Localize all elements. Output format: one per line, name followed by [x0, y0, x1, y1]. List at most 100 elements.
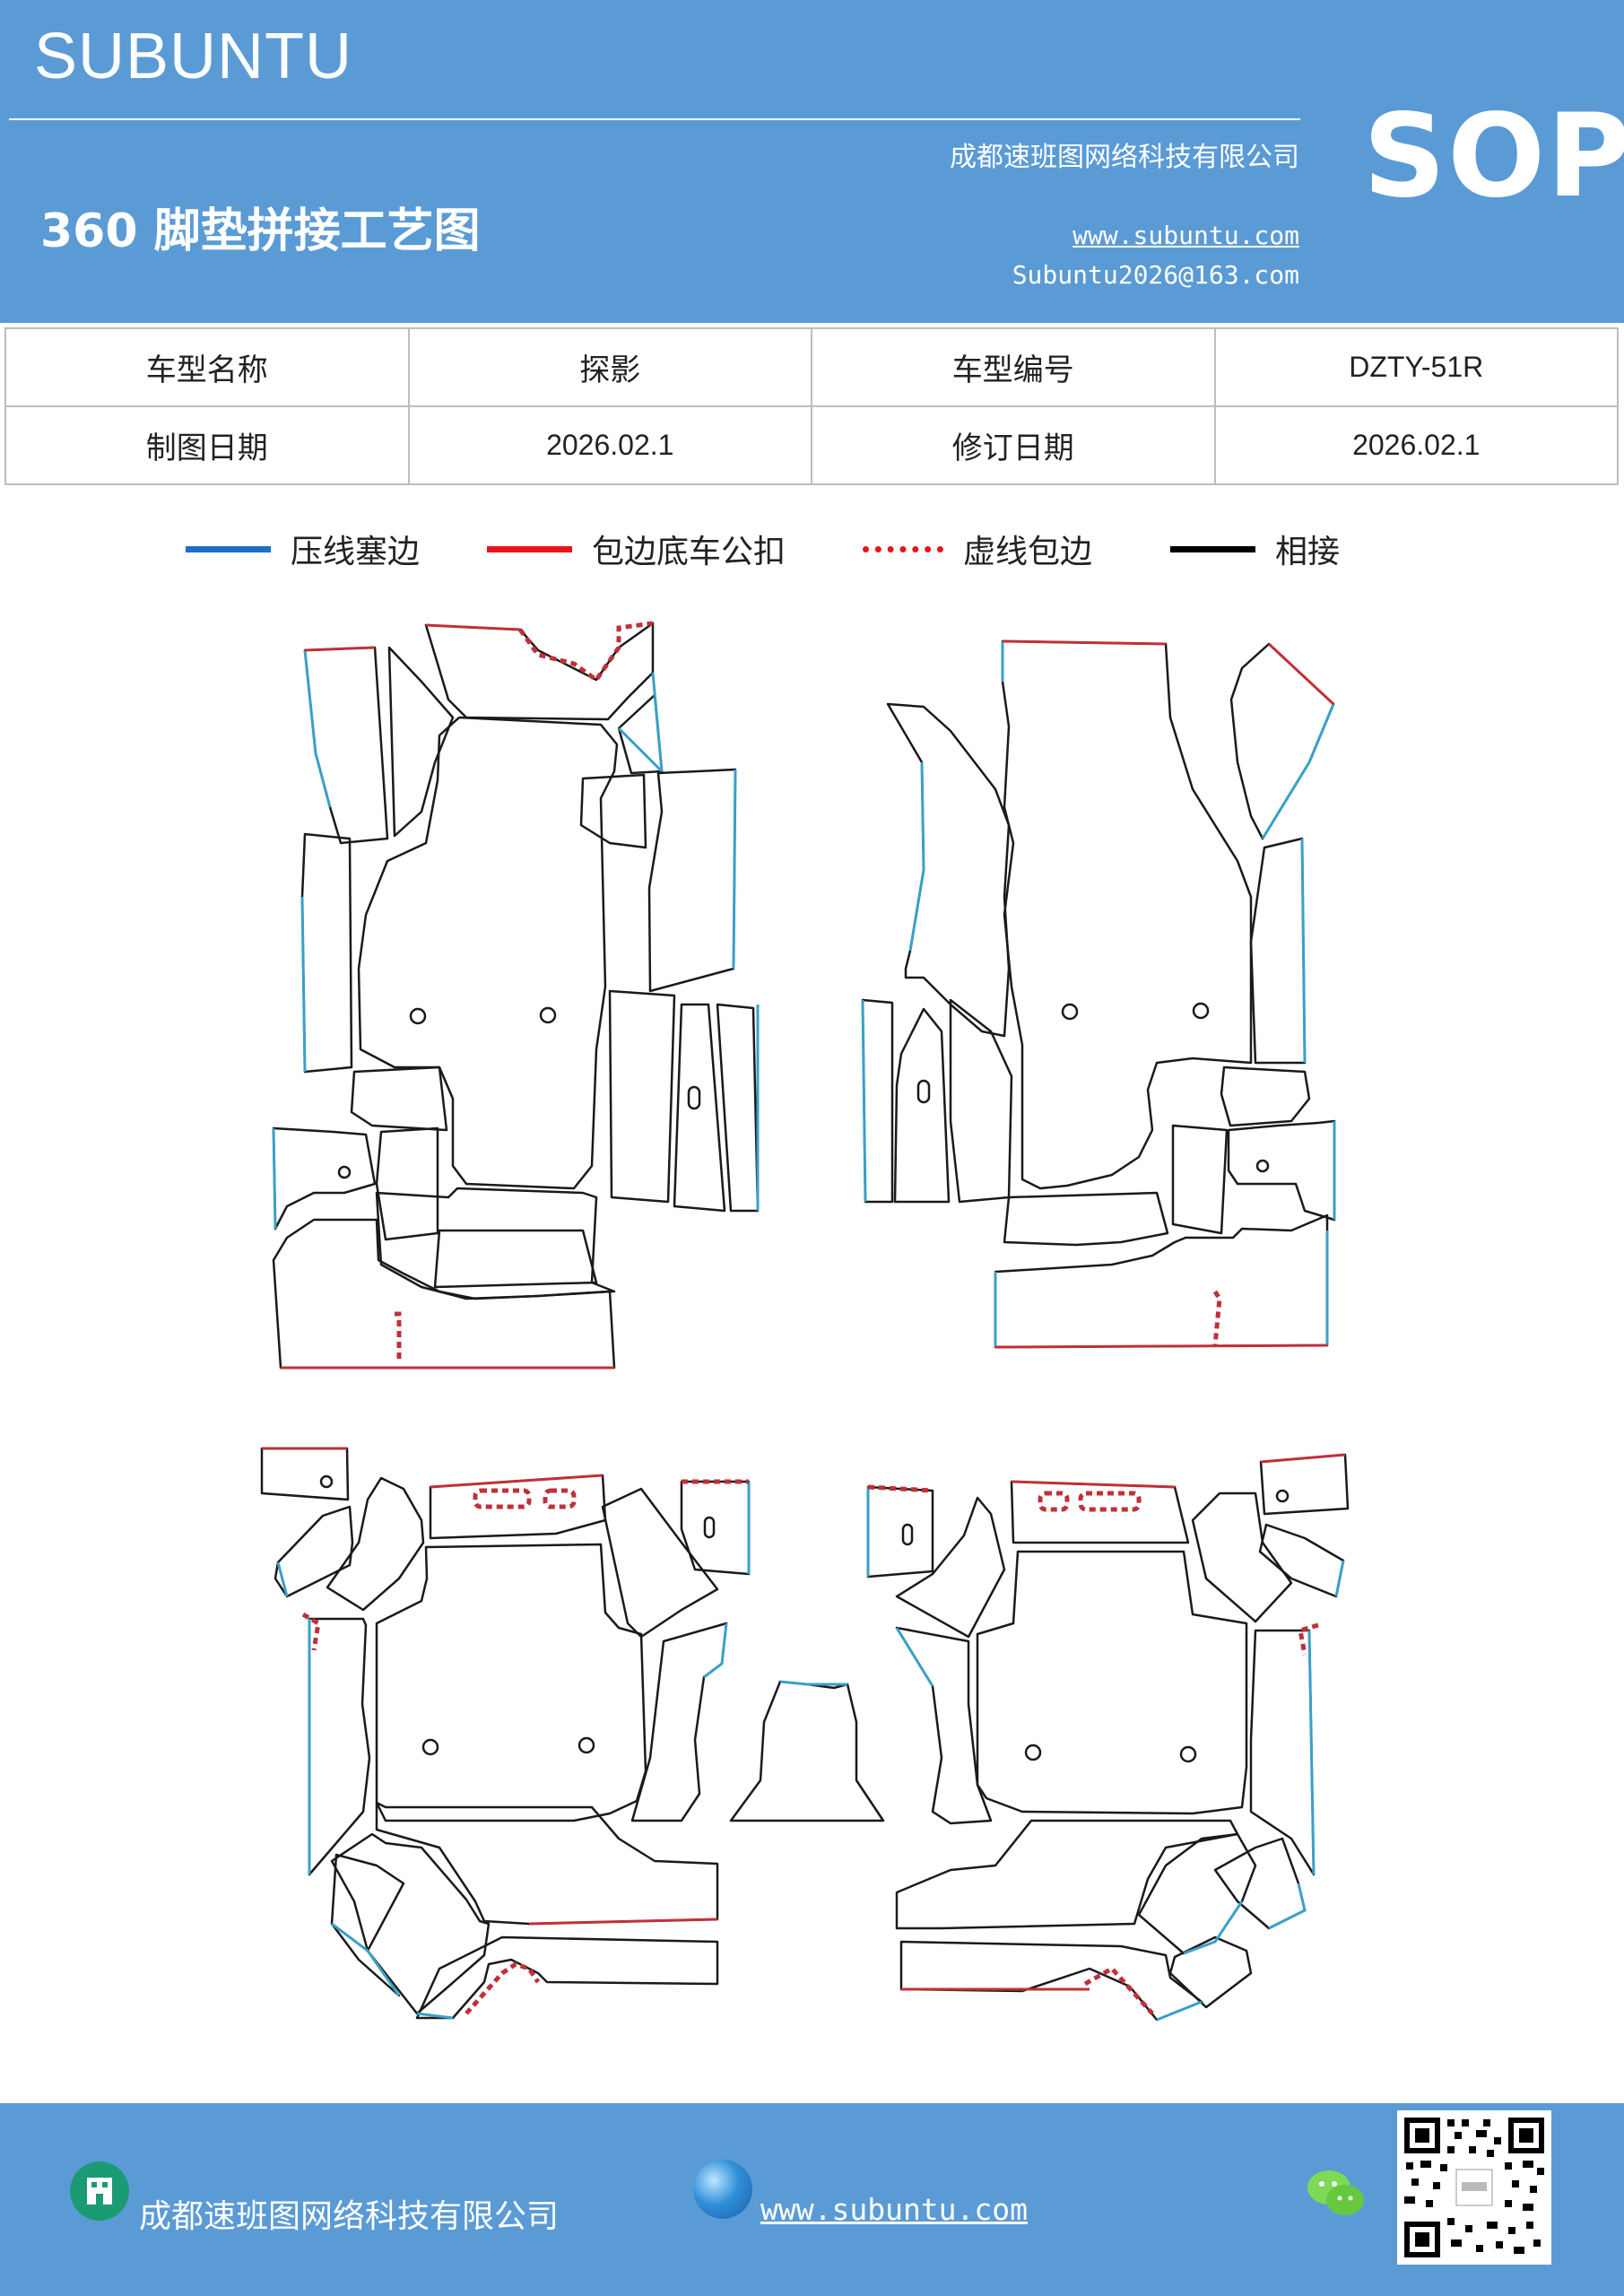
mat-hole	[1275, 1489, 1290, 1503]
mat-piece	[1213, 1837, 1307, 1930]
legend-item-press-line: 压线塞边	[186, 522, 420, 576]
revise-date-label: 修订日期	[811, 405, 1216, 485]
model-name-value: 探影	[407, 327, 812, 407]
header-website-link[interactable]: www.subuntu.com	[1073, 221, 1299, 250]
mat-piece	[1258, 1523, 1345, 1598]
mat-piece	[630, 1622, 728, 1822]
legend-swatch-red-dotted	[863, 545, 943, 552]
mat-piece	[1003, 1191, 1169, 1247]
mat-piece	[1227, 1119, 1336, 1222]
mat-piece	[680, 1480, 751, 1576]
mat-hole	[1179, 1745, 1197, 1763]
mat-piece	[893, 1007, 951, 1204]
mat-piece	[272, 1126, 377, 1231]
mat-piece	[579, 773, 647, 849]
revise-date-value: 2026.02.1	[1213, 405, 1619, 485]
legend-item-dotted-binding: 虚线包边	[863, 522, 1092, 576]
mat-piece	[330, 1832, 491, 2015]
model-code-value: DZTY-51R	[1213, 327, 1619, 407]
draw-date-value: 2026.02.1	[407, 405, 812, 485]
mat-piece	[326, 1476, 425, 1612]
mat-piece	[895, 1819, 1239, 1930]
legend-swatch-black	[1170, 545, 1255, 552]
dotted-binding-edges	[301, 621, 1319, 2015]
mat-piece	[375, 1126, 439, 1241]
wechat-icon[interactable]	[1305, 2166, 1368, 2220]
mat-piece	[387, 646, 455, 838]
mat-hole	[337, 1165, 352, 1179]
mat-hole	[409, 1007, 427, 1025]
legend-item-binding: 包边底车公扣	[487, 522, 786, 576]
sop-badge: SOP	[1363, 90, 1624, 223]
mat-piece	[308, 1617, 371, 1876]
mat-piece	[729, 1680, 885, 1822]
mat-piece	[1001, 639, 1253, 1190]
mat-piece	[866, 1485, 934, 1578]
model-name-label: 车型名称	[4, 327, 410, 407]
mat-hole	[578, 1736, 595, 1754]
qr-code[interactable]	[1397, 2110, 1551, 2265]
mat-slot	[703, 1516, 716, 1539]
header-email: Subuntu2026@163.com	[1012, 260, 1299, 290]
table-row: 制图日期 2026.02.1 修订日期 2026.02.1	[4, 405, 1619, 485]
mat-piece	[1168, 1935, 1253, 2009]
mat-piece	[601, 1487, 719, 1639]
mat-hole	[421, 1738, 439, 1756]
mat-piece	[350, 1065, 448, 1132]
mat-piece	[415, 1935, 719, 2020]
mat-hole	[1061, 1003, 1079, 1021]
mat-piece	[1259, 1453, 1350, 1516]
mat-hole	[1192, 1002, 1210, 1020]
mat-piece	[1249, 837, 1307, 1065]
mat-piece	[375, 1543, 647, 1822]
globe-icon	[693, 2160, 752, 2219]
mat-piece	[895, 1626, 993, 1825]
binding-edges	[262, 623, 1346, 1991]
mat-piece	[375, 1187, 616, 1300]
mat-piece	[1010, 1480, 1190, 1544]
table-row: 车型名称 探影 车型编号 DZTY-51R	[4, 327, 1619, 407]
press-line-edges	[272, 641, 1345, 2022]
vehicle-info-table: 车型名称 探影 车型编号 DZTY-51R 制图日期 2026.02.1 修订日…	[4, 327, 1619, 485]
mat-piece	[357, 716, 619, 1190]
mat-piece	[647, 768, 737, 993]
mat-slot	[901, 1523, 914, 1546]
footer-website-link[interactable]: www.subuntu.com	[760, 2192, 1029, 2227]
mat-piece	[895, 1496, 1006, 1639]
mat-piece	[861, 998, 894, 1204]
mat-piece	[608, 989, 676, 1204]
mat-piece	[899, 1940, 1203, 2022]
brand-name: SUBUNTU	[34, 21, 353, 92]
mat-piece	[1220, 1065, 1311, 1127]
header-banner	[0, 0, 1624, 323]
legend-label: 虚线包边	[963, 534, 1093, 570]
legend-item-joined: 相接	[1170, 522, 1340, 576]
mat-slot	[687, 1085, 701, 1110]
mat-piece	[303, 646, 389, 845]
mat-piece	[433, 1229, 598, 1289]
mat-piece	[375, 1801, 719, 1926]
header-company: 成都速班图网络科技有限公司	[950, 142, 1299, 173]
mat-hole	[1024, 1744, 1042, 1761]
footer-company: 成都速班图网络科技有限公司	[139, 2198, 560, 2235]
legend-swatch-blue	[186, 545, 271, 552]
mat-piece	[300, 832, 353, 1074]
mat-piece	[886, 702, 1011, 1038]
draw-date-label: 制图日期	[4, 405, 410, 485]
qr-code-pattern	[1404, 2118, 1544, 2257]
mat-slot	[916, 1079, 931, 1104]
legend-swatch-red	[487, 545, 572, 552]
legend: 压线塞边 包边底车公扣 虚线包边 相接	[0, 522, 1624, 576]
mat-piece	[330, 1853, 405, 1997]
mat-piece	[1171, 1124, 1229, 1235]
mat-piece	[1191, 1492, 1293, 1623]
mat-piece	[1137, 1832, 1257, 1955]
model-code-label: 车型编号	[811, 327, 1216, 407]
building-icon	[70, 2161, 129, 2221]
mat-piece	[260, 1447, 350, 1501]
document-title: 360 脚垫拼接工艺图	[40, 204, 481, 258]
mat-hole	[319, 1474, 334, 1489]
legend-label: 压线塞边	[291, 534, 421, 570]
legend-label: 相接	[1275, 534, 1341, 570]
